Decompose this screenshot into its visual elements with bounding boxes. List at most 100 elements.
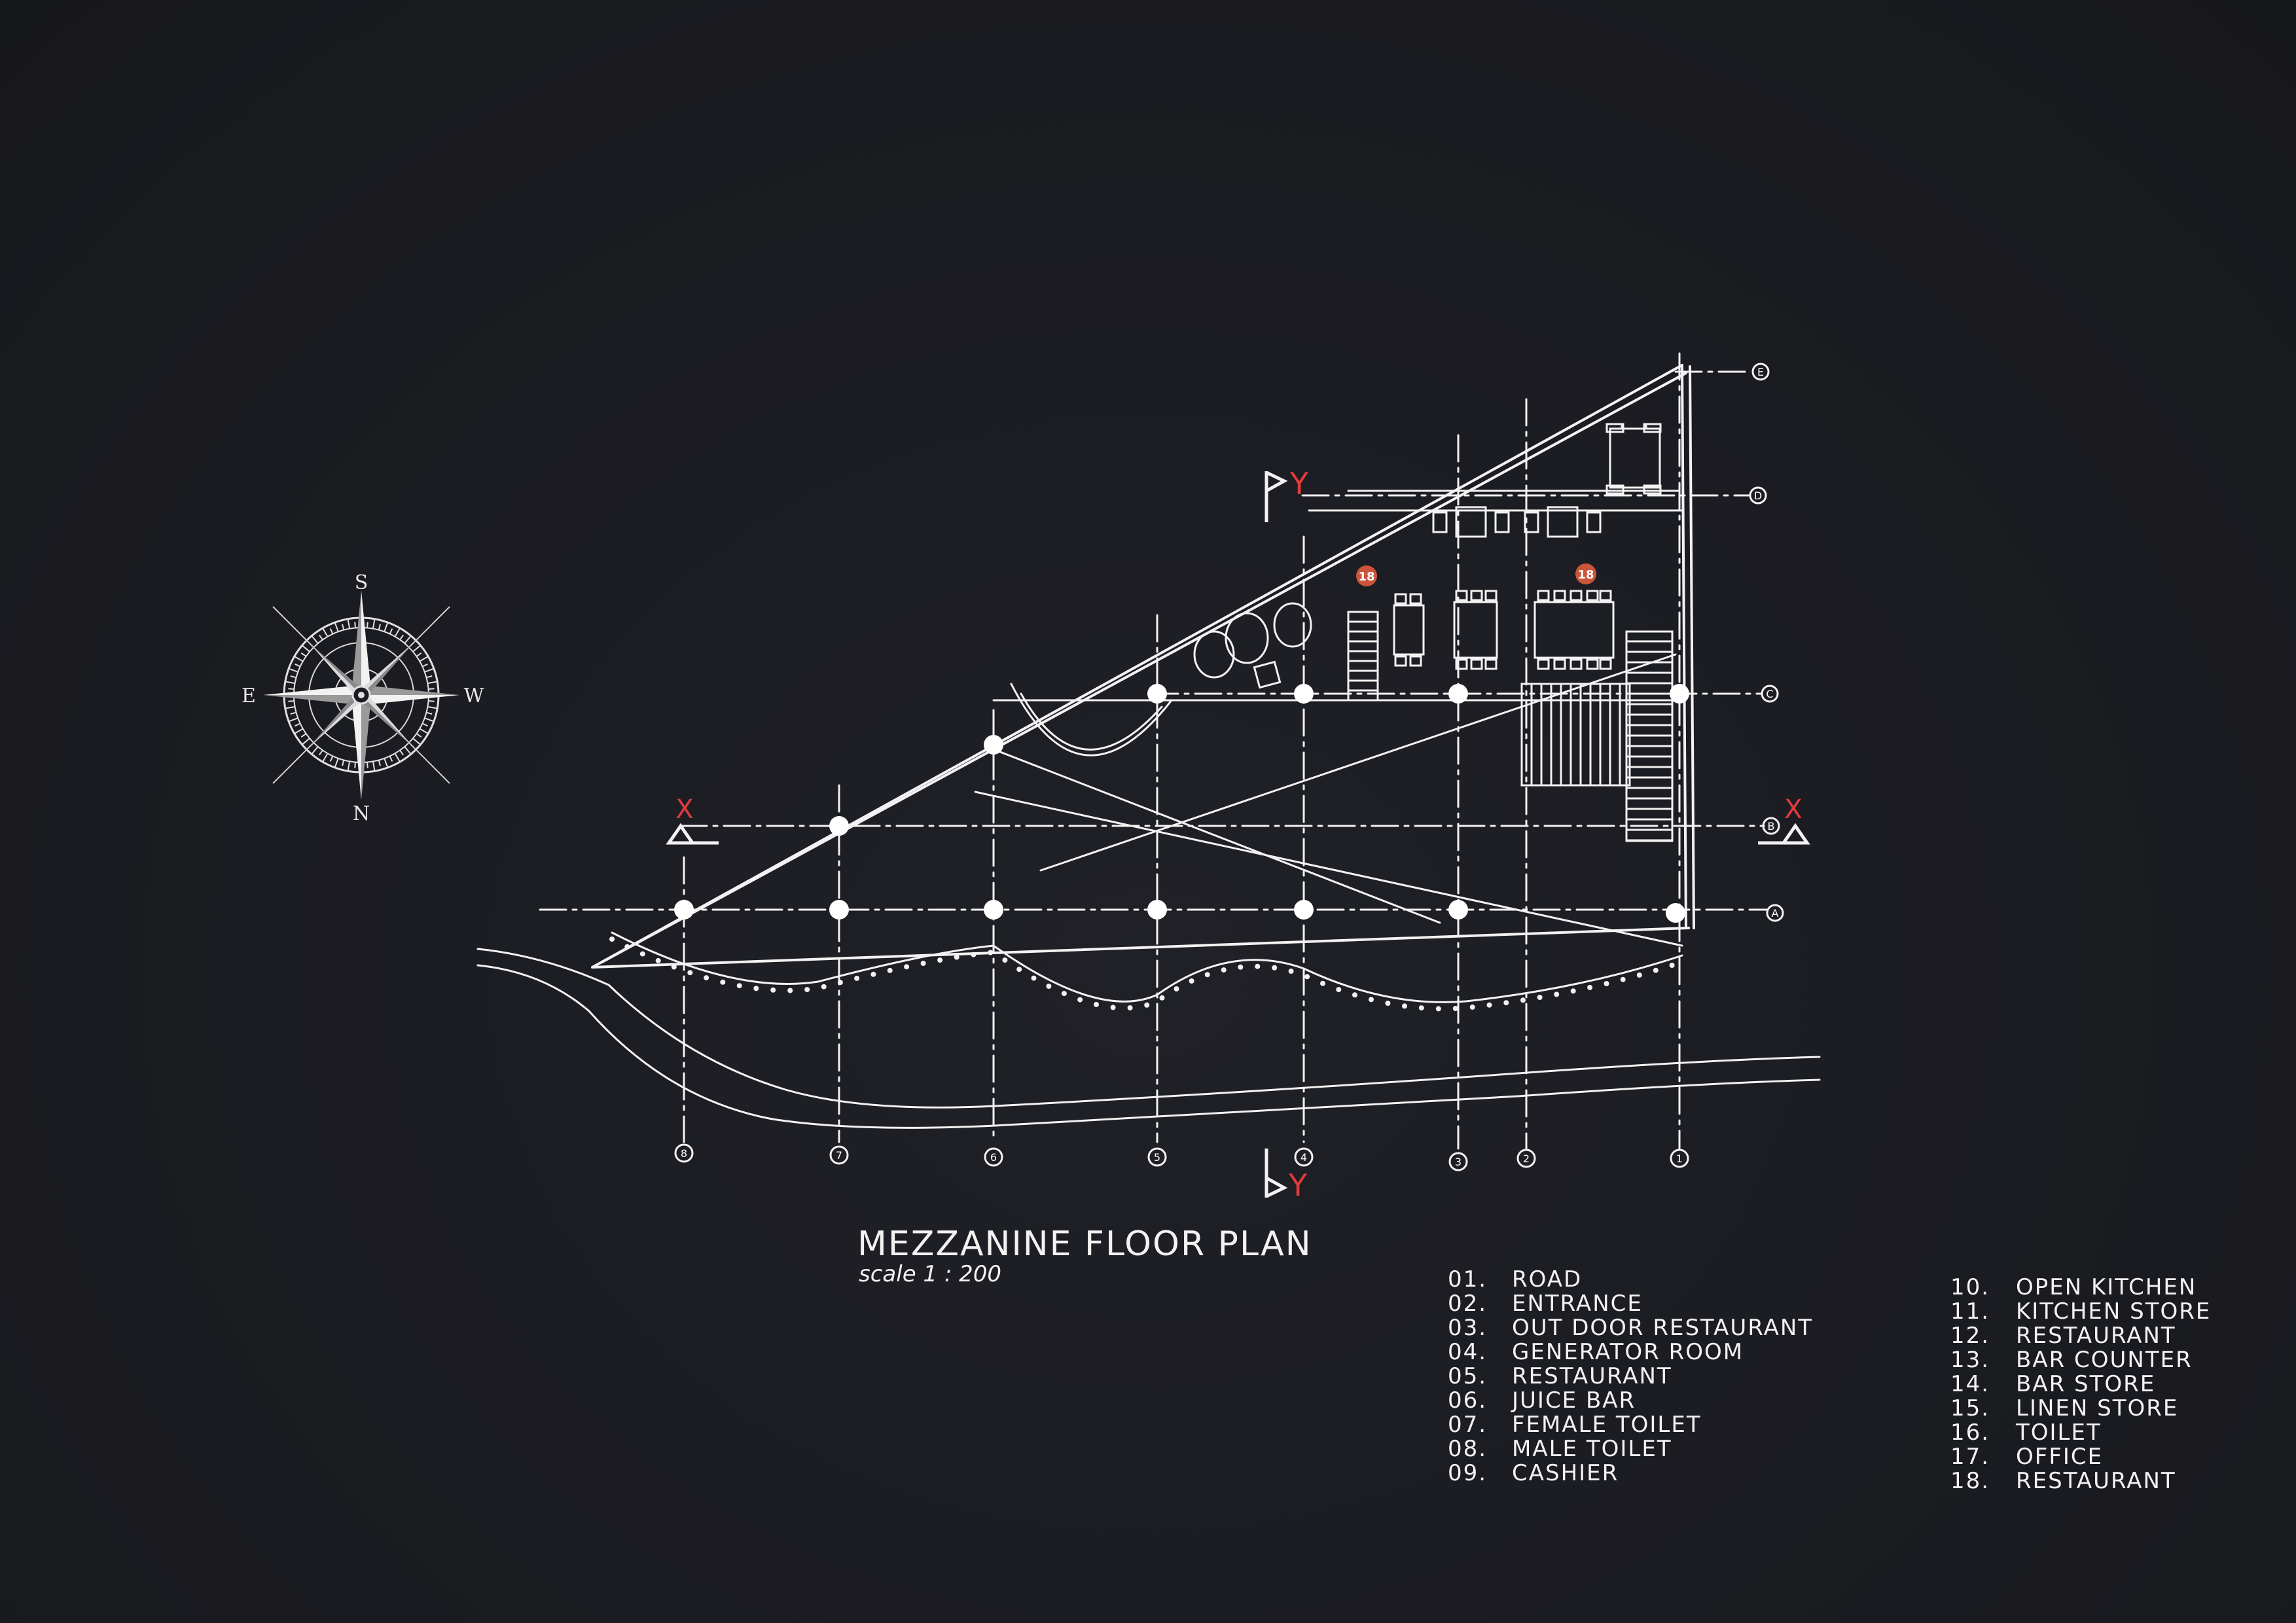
compass-east: E: [242, 685, 256, 707]
legend-item: 10. OPEN KITCHEN: [1950, 1274, 2197, 1300]
legend-number: 17.: [1950, 1444, 1990, 1470]
section-x-left-label: X: [675, 794, 693, 825]
canopy-dot: [1352, 992, 1357, 998]
canopy-dot: [1174, 986, 1179, 991]
room-tag-18-left: 18: [1356, 565, 1377, 586]
canopy-dot: [920, 961, 926, 966]
grid-column-lines: [683, 352, 1681, 1150]
canopy-dot: [1537, 995, 1543, 1000]
canopy-dot: [1061, 991, 1067, 997]
compass-north: N: [353, 802, 370, 825]
canopy-dot: [1221, 967, 1227, 973]
legend-label: BAR COUNTER: [2016, 1347, 2193, 1373]
legend-item: 16.TOILET: [1950, 1419, 2100, 1446]
grid-column-bubble: 6: [984, 1147, 1003, 1167]
canopy-dot: [1418, 1005, 1424, 1011]
canopy-dot: [821, 984, 827, 990]
legend-number: 08.: [1448, 1436, 1487, 1462]
legend-number: 02.: [1448, 1291, 1487, 1317]
column-dot: [1294, 900, 1314, 919]
canopy-dot: [1587, 984, 1593, 990]
legend-item: 09. CASHIER: [1448, 1460, 1619, 1486]
grid-row-bubble: B: [1762, 817, 1780, 835]
legend-label: KITCHEN STORE: [2016, 1298, 2211, 1325]
section-x-left: X: [666, 794, 719, 845]
legend-number: 10.: [1950, 1274, 1990, 1300]
legend-label: RESTAURANT: [2016, 1468, 2176, 1494]
legend-label: MALE TOILET: [1512, 1436, 1672, 1462]
canopy-dot: [736, 983, 742, 989]
legend-item: 05.RESTAURANT: [1448, 1363, 1672, 1389]
grid-column-bubble: 2: [1516, 1149, 1536, 1168]
legend-label: OPEN KITCHEN: [2016, 1274, 2197, 1300]
legend-item: 18. RESTAURANT: [1950, 1468, 2176, 1494]
legend-item: 17. OFFICE: [1950, 1444, 2103, 1470]
grid-column-bubble: 7: [829, 1145, 849, 1165]
column-dot: [674, 900, 694, 919]
grid-row-label: A: [1772, 907, 1779, 919]
canopy-dot: [988, 950, 994, 955]
legend-label: JUICE BAR: [1511, 1387, 1636, 1414]
canopy-dot: [1002, 957, 1008, 963]
canopy-dot: [854, 975, 860, 981]
canopy-dot: [870, 971, 876, 977]
legend-number: 16.: [1950, 1419, 1990, 1446]
grid-column-label: 4: [1300, 1151, 1307, 1164]
canopy-dot: [971, 952, 977, 957]
canopy-dot: [1669, 963, 1675, 968]
legend-item: 06.JUICE BAR: [1448, 1387, 1636, 1414]
structural-columns: [674, 684, 1689, 923]
grid-column-label: 3: [1455, 1156, 1462, 1168]
legend-item: 08. MALE TOILET: [1448, 1436, 1672, 1462]
canopy-dot: [1435, 1006, 1441, 1012]
legend-number: 18.: [1950, 1468, 1990, 1494]
canopy-dot: [954, 954, 960, 960]
grid-column-label: 6: [990, 1151, 997, 1164]
canopy-dot: [1189, 978, 1194, 984]
grid-column-bubble: 8: [674, 1143, 694, 1163]
grid-row-bubble: E: [1751, 363, 1770, 381]
column-dot: [1294, 684, 1314, 704]
room-tags: 18 18: [1356, 563, 1596, 586]
canopy-dot: [1159, 995, 1165, 1001]
canopy-dot: [1452, 1006, 1458, 1011]
legend-label: FEMALE TOILET: [1512, 1412, 1702, 1438]
legend-item: 11. KITCHEN STORE: [1950, 1298, 2211, 1325]
legend-item: 14.BAR STORE: [1950, 1371, 2154, 1397]
legend-label: RESTAURANT: [1512, 1363, 1672, 1389]
canopy-dot: [1272, 965, 1278, 971]
canopy-dot: [770, 987, 776, 993]
drawing-scale: scale 1 : 200: [859, 1261, 1001, 1287]
canopy-dot: [1653, 967, 1659, 973]
canopy-dot: [1385, 1001, 1391, 1006]
canopy-dot: [720, 979, 726, 985]
canopy-dot: [1031, 975, 1037, 981]
grid-column-bubble: 3: [1448, 1152, 1468, 1171]
legend-item: 15.LINEN STORE: [1950, 1395, 2177, 1421]
drawing-title-block: MEZZANINE FLOOR PLAN scale 1 : 200: [857, 1224, 1311, 1287]
grid-row-bubble: C: [1761, 685, 1779, 703]
canopy-dot: [1046, 984, 1052, 989]
section-y-bottom-label: Y: [1288, 1168, 1308, 1203]
canopy-dot: [1336, 987, 1342, 993]
compass-west: W: [464, 685, 484, 707]
canopy-dot: [1094, 1001, 1099, 1007]
legend-item: 12.RESTAURANT: [1950, 1323, 2175, 1349]
canopy-dot: [1520, 997, 1526, 1003]
legend-number: 09.: [1448, 1460, 1487, 1486]
legend-label: OFFICE: [2016, 1444, 2103, 1470]
canopy-dot: [609, 936, 615, 942]
canopy-dot: [1016, 967, 1022, 972]
section-x-right-label: X: [1784, 794, 1802, 825]
canopy-dot: [1570, 988, 1576, 994]
legend-item: 07.FEMALE TOILET: [1448, 1412, 1702, 1438]
legend-number: 11.: [1950, 1298, 1990, 1325]
inner-structure: [974, 490, 1687, 947]
grid-column-label: 2: [1523, 1152, 1530, 1165]
grid-column-label: 8: [681, 1147, 687, 1160]
legend-label: CASHIER: [1512, 1460, 1619, 1486]
grid-row-lines: [539, 370, 1768, 911]
canopy-dot: [937, 957, 943, 963]
plan-linework: [476, 352, 1821, 1150]
canopy-dot: [1402, 1003, 1407, 1009]
